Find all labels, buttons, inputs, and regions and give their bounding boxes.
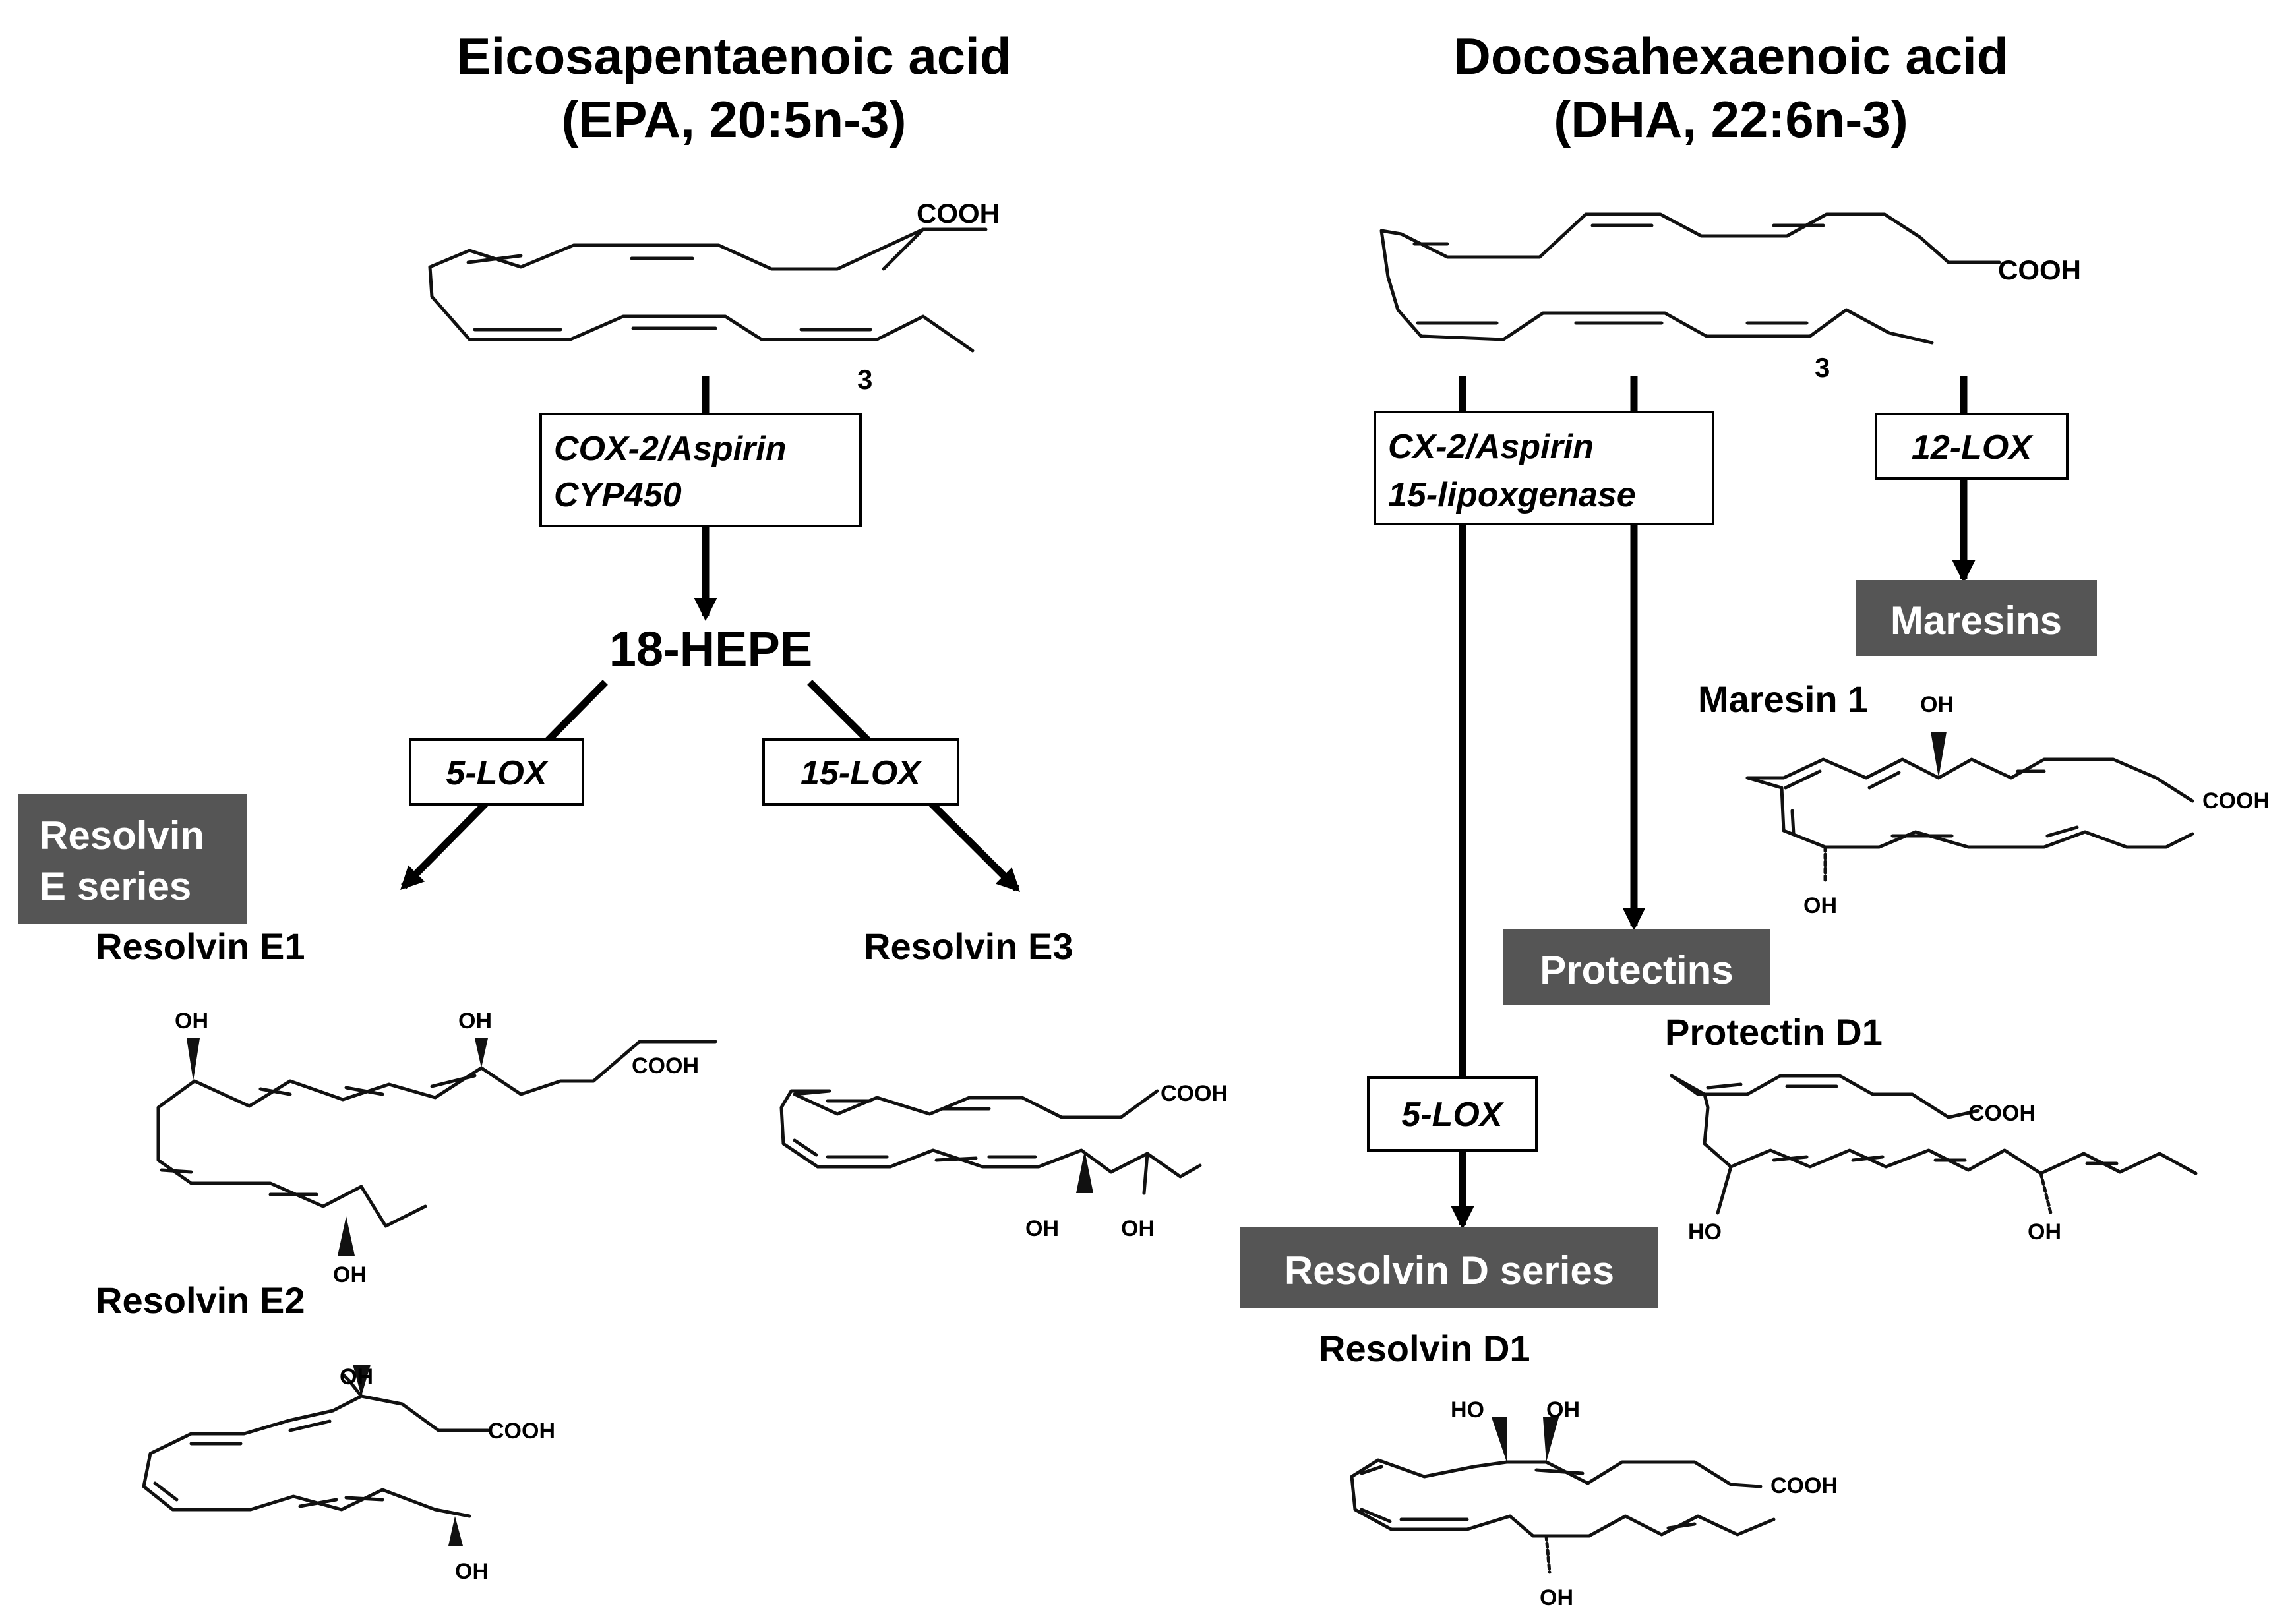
dha-structure: COOH 3	[1379, 212, 2081, 383]
protectin-d1-cooh: COOH	[1968, 1101, 2036, 1126]
resolvin-e3-cooh: COOH	[1161, 1081, 1228, 1106]
resolvin-d1-name: Resolvin D1	[1319, 1328, 1530, 1369]
epa-enzyme-line1: COX-2/Aspirin	[554, 430, 787, 468]
resolvin-e2-oh-18: OH	[455, 1559, 489, 1584]
resolvin-d1-structure: HO OH OH COOH	[1350, 1397, 1838, 1610]
epa-omega-3-label: 3	[857, 364, 872, 395]
maresin-1-name: Maresin 1	[1698, 678, 1868, 720]
resolvin-d-series-box	[1240, 1227, 1658, 1308]
resolvin-e-series-line2: E series	[40, 864, 191, 908]
resolvin-d1-oh-17: OH	[1540, 1585, 1573, 1610]
lox5-box-dha	[1367, 1076, 1538, 1152]
protectin-d1-oh-17: OH	[2028, 1220, 2061, 1245]
resolvin-d1-cooh: COOH	[1770, 1473, 1838, 1498]
resolvin-e-series-box	[18, 794, 247, 924]
maresin-1-oh-14: OH	[1920, 692, 1954, 717]
resolvin-e2-oh-5: OH	[340, 1365, 373, 1390]
dha-enzyme-box	[1374, 411, 1714, 525]
maresin-1-cooh: COOH	[2202, 788, 2270, 813]
dha-enzyme-line2: 15-lipoxgenase	[1388, 476, 1636, 514]
resolvin-e2-name: Resolvin E2	[96, 1279, 305, 1321]
resolvin-e1-oh-5: OH	[175, 1009, 208, 1034]
resolvin-d1-oh-8: OH	[1546, 1397, 1580, 1423]
epa-enzyme-line2: CYP450	[554, 476, 682, 514]
lox12-box	[1875, 413, 2069, 480]
epa-cooh-label: COOH	[917, 198, 1000, 229]
dha-title-line1: Docosahexaenoic acid	[1453, 27, 2008, 85]
dha-cooh-label: COOH	[1998, 254, 2081, 285]
resolvin-e2-structure: OH OH COOH	[142, 1365, 555, 1584]
maresins-label: Maresins	[1890, 599, 2062, 643]
dha-omega-3-label: 3	[1815, 352, 1830, 383]
resolvin-e3-name: Resolvin E3	[864, 926, 1073, 967]
resolvin-d1-ho-7: HO	[1451, 1397, 1484, 1423]
protectins-label: Protectins	[1540, 948, 1733, 992]
lox15-label: 15-LOX	[801, 754, 922, 792]
dha-enzyme-line1: CX-2/Aspirin	[1388, 428, 1594, 466]
lox5-box-epa	[409, 738, 584, 806]
epa-title-line1: Eicosapentaenoic acid	[457, 27, 1012, 85]
epa-structure: COOH 3	[428, 198, 1000, 395]
resolvin-e1-name: Resolvin E1	[96, 926, 305, 967]
epa-title-line2: (EPA, 20:5n-3)	[562, 90, 907, 148]
lox12-label: 12-LOX	[1912, 428, 2034, 467]
resolvin-e3-structure: OH OH COOH	[779, 1081, 1228, 1241]
resolvin-e3-oh-17: OH	[1025, 1216, 1059, 1241]
resolvin-e1-structure: OH OH OH COOH	[156, 1009, 717, 1287]
lox5-label-dha: 5-LOX	[1401, 1096, 1504, 1134]
resolvin-e3-oh-18: OH	[1121, 1216, 1155, 1241]
maresin-1-oh-7: OH	[1803, 893, 1837, 918]
maresin-1-structure: OH OH COOH	[1745, 692, 2270, 918]
maresins-box	[1856, 580, 2097, 656]
protectin-d1-name: Protectin D1	[1665, 1011, 1883, 1053]
protectins-box	[1503, 929, 1770, 1005]
resolvin-e-series-line1: Resolvin	[40, 813, 204, 858]
resolvin-e2-cooh: COOH	[488, 1419, 555, 1444]
resolvin-d-series-label: Resolvin D series	[1284, 1249, 1614, 1293]
lox5-label-epa: 5-LOX	[446, 754, 549, 792]
protectin-d1-structure: HO OH COOH	[1670, 1074, 2198, 1245]
resolvin-e1-oh-12: OH	[333, 1262, 367, 1287]
resolvin-e1-cooh: COOH	[632, 1053, 699, 1078]
protectin-d1-ho-10: HO	[1688, 1220, 1722, 1245]
intermediate-18hepe: 18-HEPE	[609, 622, 812, 676]
dha-title-line2: (DHA, 22:6n-3)	[1554, 90, 1908, 148]
lox15-box	[762, 738, 959, 806]
epa-enzyme-box	[539, 413, 862, 527]
resolvin-e1-oh-18: OH	[458, 1009, 492, 1034]
